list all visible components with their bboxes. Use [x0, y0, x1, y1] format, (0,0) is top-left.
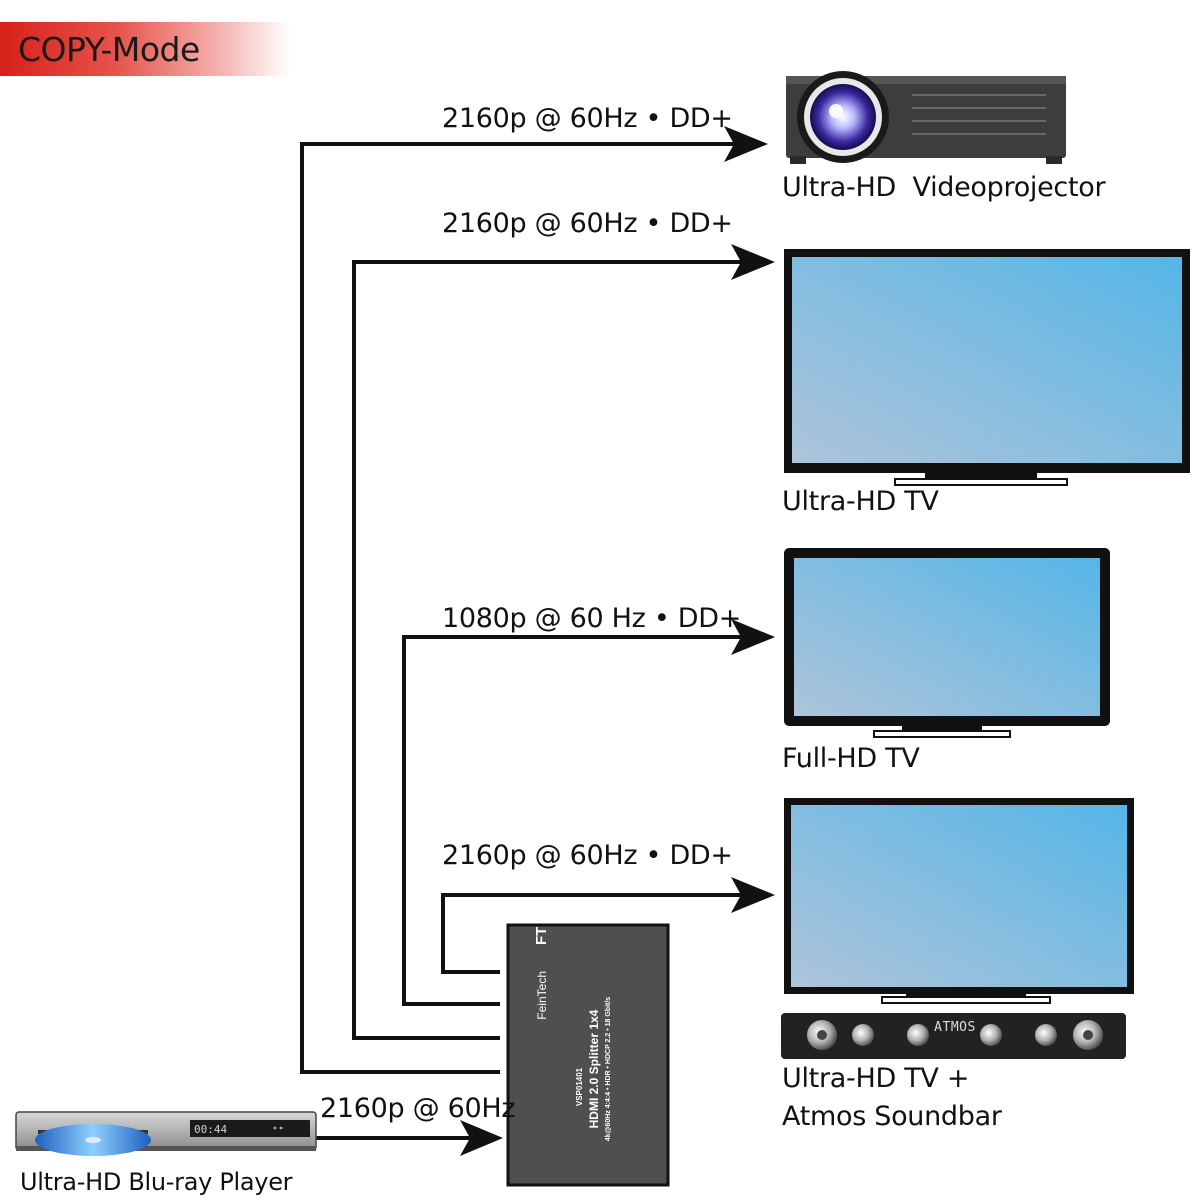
cable-to-uhd-tv-soundbar: [441, 893, 745, 974]
projector-icon: [786, 71, 1066, 164]
bluray-player-icon: 00:44: [15, 1111, 317, 1156]
cables: [300, 142, 745, 1140]
arrow-to-splitter: [460, 1120, 503, 1156]
tv-icon: [784, 548, 1110, 738]
splitter-title: HDMI 2.0 Splitter 1x4: [587, 1009, 601, 1128]
signal-label-uhd-tv: 2160p @ 60Hz • DD+: [442, 208, 733, 239]
device-label-uhd-tv-soundbar-line2: Atmos Soundbar: [782, 1101, 1002, 1132]
mode-title: COPY-Mode: [18, 30, 200, 69]
splitter-model: VSP01401: [575, 1067, 584, 1106]
player-display: [190, 1120, 310, 1137]
arrow-to-projector: [724, 126, 768, 162]
mode-banner: COPY-Mode: [0, 22, 290, 76]
tv-icon: [784, 798, 1134, 1004]
splitter-brand-logo: FT: [533, 927, 550, 945]
splitter-brand: FeinTech: [535, 971, 549, 1020]
soundbar-icon: ATMOS: [781, 1013, 1126, 1059]
player-display-readout: 00:44: [194, 1123, 227, 1136]
device-label-projector: Ultra-HD Videoprojector: [782, 172, 1106, 203]
cable-to-uhd-tv: [352, 260, 745, 1040]
signal-label-source: 2160p @ 60Hz: [320, 1093, 516, 1124]
signal-label-projector: 2160p @ 60Hz • DD+: [442, 103, 733, 134]
cable-to-fullhd-tv: [402, 635, 745, 1006]
soundbar-label: ATMOS: [934, 1020, 976, 1035]
splitter-specs: 4k@60Hz 4:4:4 • HDR • HDCP 2.2 • 18 Gbit…: [605, 997, 612, 1141]
device-label-uhd-tv: Ultra-HD TV: [782, 486, 939, 517]
arrow-to-uhd-tv-soundbar: [731, 877, 775, 913]
arrow-to-uhd-tv: [731, 244, 775, 280]
device-label-fullhd-tv: Full-HD TV: [782, 743, 920, 774]
arrow-to-fullhd-tv: [731, 619, 775, 655]
device-label-uhd-tv-soundbar-line1: Ultra-HD TV +: [782, 1063, 970, 1094]
signal-label-uhd-tv-soundbar: 2160p @ 60Hz • DD+: [442, 840, 733, 871]
signal-label-fullhd-tv: 1080p @ 60 Hz • DD+: [442, 603, 742, 634]
splitter-device: FT FeinTech VSP01401 HDMI 2.0 Splitter 1…: [506, 923, 670, 1187]
device-label-bluray-player: Ultra-HD Blu-ray Player: [20, 1168, 293, 1196]
tv-icon: [784, 249, 1190, 486]
cable-to-projector: [300, 142, 740, 1074]
arrowheads: [460, 126, 775, 1156]
